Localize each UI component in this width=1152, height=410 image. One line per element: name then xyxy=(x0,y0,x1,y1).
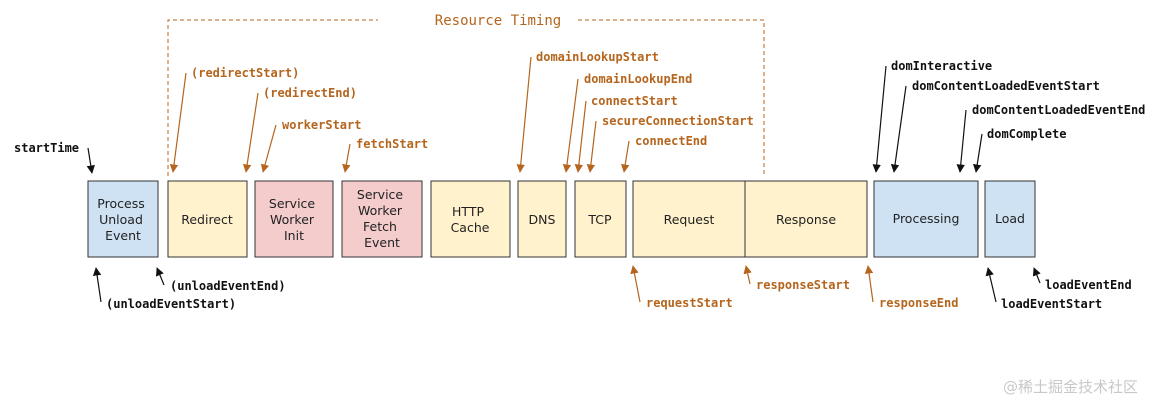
marker-worker-start: workerStart xyxy=(260,118,361,173)
svg-text:responseEnd: responseEnd xyxy=(879,296,958,310)
svg-text:(redirectEnd): (redirectEnd) xyxy=(263,86,357,100)
box-label: DNS xyxy=(529,212,556,227)
box-service-worker-fetch-event: Service Worker Fetch Event xyxy=(341,180,423,258)
arrow-icon xyxy=(242,92,259,173)
arrow-icon xyxy=(630,265,641,303)
marker-dom-complete: domComplete xyxy=(973,127,1066,173)
arrow-icon xyxy=(586,120,597,173)
box-label: Response xyxy=(776,212,836,227)
svg-text:loadEventStart: loadEventStart xyxy=(1001,297,1102,311)
marker-secure-connection-start: secureConnectionStart xyxy=(586,114,754,173)
arrow-icon xyxy=(92,267,102,303)
arrow-icon xyxy=(973,133,983,173)
arrow-icon xyxy=(956,109,967,173)
arrow-icon xyxy=(1032,267,1041,284)
svg-text:domainLookupStart: domainLookupStart xyxy=(536,50,659,64)
svg-text:connectStart: connectStart xyxy=(591,94,678,108)
svg-text:domContentLoadedEventEnd: domContentLoadedEventEnd xyxy=(972,103,1145,117)
svg-text:(unloadEventEnd): (unloadEventEnd) xyxy=(170,279,286,293)
marker-load-event-end: loadEventEnd xyxy=(1032,267,1132,292)
arrow-icon xyxy=(890,85,907,173)
arrow-icon xyxy=(562,78,579,173)
marker-dom-content-loaded-event-start: domContentLoadedEventStart xyxy=(890,79,1100,173)
marker-start-time: startTime xyxy=(14,141,95,174)
box-redirect: Redirect xyxy=(167,180,248,258)
arrow-icon xyxy=(743,265,752,285)
arrow-icon xyxy=(864,265,874,303)
resource-timing-bracket: Resource Timing xyxy=(167,13,765,176)
box-service-worker-init: Service Worker Init xyxy=(254,180,334,258)
box-label: HTTP Cache xyxy=(451,204,490,235)
arrow-icon xyxy=(260,124,277,173)
svg-text:requestStart: requestStart xyxy=(646,296,733,310)
marker-response-start: responseStart xyxy=(743,265,850,292)
svg-text:domainLookupEnd: domainLookupEnd xyxy=(584,72,692,86)
marker-unload-event-start: (unloadEventStart) xyxy=(92,267,236,311)
box-label: TCP xyxy=(587,212,612,227)
arrow-icon xyxy=(872,65,887,173)
marker-redirect-start: (redirectStart) xyxy=(169,66,299,173)
box-label: Redirect xyxy=(181,212,233,227)
marker-fetch-start: fetchStart xyxy=(342,137,428,173)
svg-text:domContentLoadedEventStart: domContentLoadedEventStart xyxy=(912,79,1100,93)
marker-unload-event-end: (unloadEventEnd) xyxy=(155,267,286,293)
box-dns: DNS xyxy=(517,180,567,258)
svg-text:connectEnd: connectEnd xyxy=(635,134,707,148)
box-tcp: TCP xyxy=(574,180,627,258)
svg-text:secureConnectionStart: secureConnectionStart xyxy=(602,114,754,128)
box-label: Processing xyxy=(893,211,960,226)
box-response: Response xyxy=(744,180,868,258)
box-process-unload-event: Process Unload Event xyxy=(87,180,159,258)
box-load: Load xyxy=(984,180,1036,258)
box-label: Service Worker Init xyxy=(269,196,319,243)
arrow-icon xyxy=(516,56,532,173)
marker-connect-start: connectStart xyxy=(574,94,678,173)
arrow-icon xyxy=(574,100,587,173)
svg-text:(unloadEventStart): (unloadEventStart) xyxy=(106,297,236,311)
box-label: Request xyxy=(664,212,715,227)
arrow-icon xyxy=(621,140,630,173)
marker-response-end: responseEnd xyxy=(864,265,958,310)
svg-text:fetchStart: fetchStart xyxy=(356,137,428,151)
box-label: Process Unload Event xyxy=(97,196,148,243)
box-label: Service Worker Fetch Event xyxy=(357,187,407,250)
watermark: @稀土掘金技术社区 xyxy=(1003,378,1138,396)
box-processing: Processing xyxy=(873,180,979,258)
marker-redirect-end: (redirectEnd) xyxy=(242,86,357,173)
svg-text:domComplete: domComplete xyxy=(987,127,1066,141)
arrow-icon xyxy=(342,143,351,173)
svg-text:loadEventEnd: loadEventEnd xyxy=(1045,278,1132,292)
box-request: Request xyxy=(632,180,746,258)
marker-request-start: requestStart xyxy=(630,265,733,310)
marker-dom-interactive: domInteractive xyxy=(872,59,992,173)
arrow-icon xyxy=(985,267,997,303)
svg-text:responseStart: responseStart xyxy=(756,278,850,292)
box-http-cache: HTTP Cache xyxy=(430,180,511,258)
marker-domain-lookup-end: domainLookupEnd xyxy=(562,72,692,173)
svg-text:startTime: startTime xyxy=(14,141,79,155)
arrow-icon xyxy=(86,147,95,174)
arrow-icon xyxy=(155,267,165,286)
svg-text:workerStart: workerStart xyxy=(282,118,361,132)
box-label: Load xyxy=(995,211,1025,226)
marker-load-event-start: loadEventStart xyxy=(985,267,1102,311)
marker-domain-lookup-start: domainLookupStart xyxy=(516,50,659,173)
marker-connect-end: connectEnd xyxy=(621,134,707,173)
svg-text:domInteractive: domInteractive xyxy=(891,59,992,73)
arrow-icon xyxy=(169,72,187,173)
svg-text:(redirectStart): (redirectStart) xyxy=(191,66,299,80)
marker-dom-content-loaded-event-end: domContentLoadedEventEnd xyxy=(956,103,1145,173)
resource-timing-title: Resource Timing xyxy=(435,13,561,29)
